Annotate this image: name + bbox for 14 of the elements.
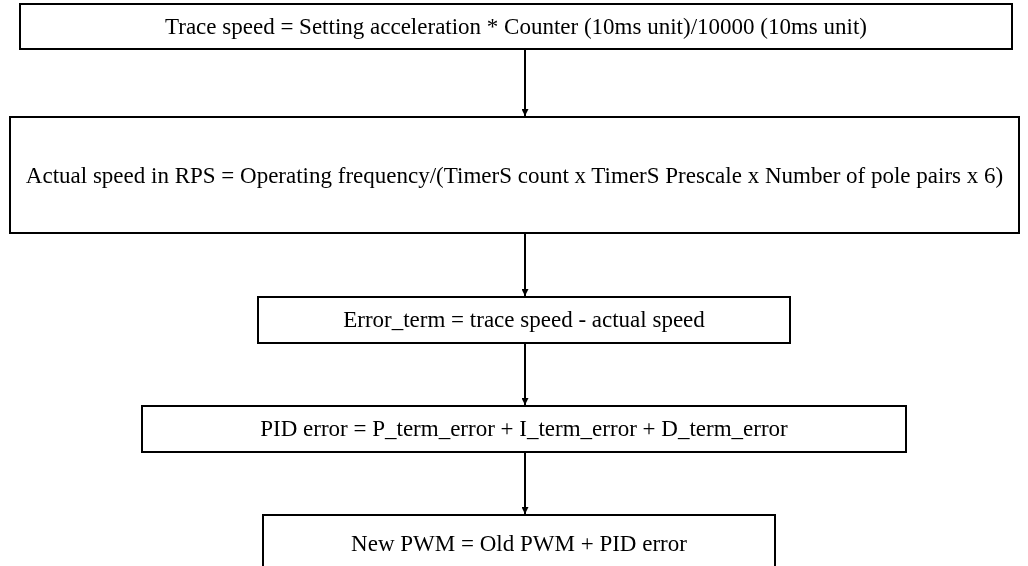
arrow (521, 233, 529, 297)
process-box (141, 405, 907, 453)
process-box (257, 296, 791, 344)
process-box (19, 3, 1013, 50)
arrow (521, 452, 529, 515)
formula-text: Error_term = trace speed - actual speed (343, 306, 705, 334)
formula-text: Actual speed in RPS = Operating frequency/(TimerS count x TimerS Prescale x Number of pole pairs x 6) (25, 161, 1004, 190)
formula-text: Trace speed = Setting acceleration * Counter (10ms unit)/10000 (10ms unit) (165, 12, 867, 41)
formula-text: PID error = P_term_error + I_term_error + D_term_error (260, 415, 788, 443)
arrow (521, 343, 529, 406)
process-box (9, 116, 1020, 234)
arrow (521, 49, 529, 117)
process-box (262, 514, 776, 566)
formula-text: New PWM = Old PWM + PID error (351, 530, 687, 558)
